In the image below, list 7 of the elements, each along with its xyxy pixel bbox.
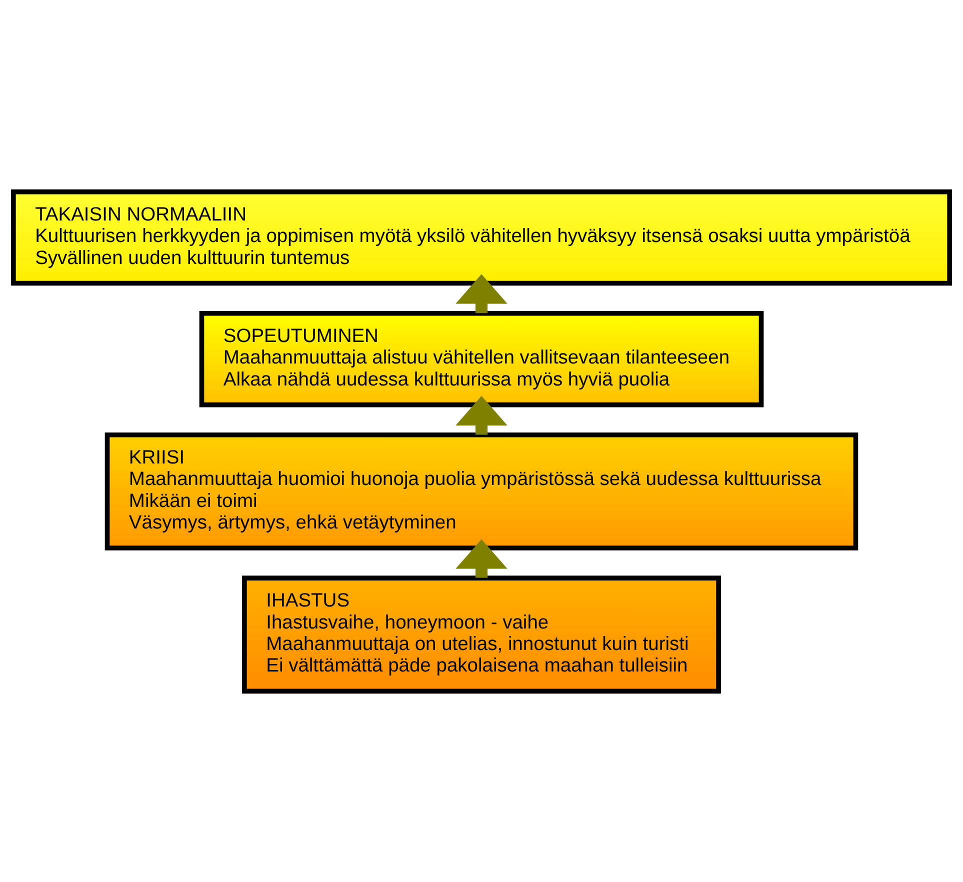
- node-box: IHASTUS Ihastusvaihe, honeymoon - vaihe Maahanmuuttaja on utelias, innostunut kuin turisti Ei välttämättä päde pakolaisena maahan tulleisiin: [242, 575, 721, 694]
- arrow: [456, 538, 508, 578]
- node-box: SOPEUTUMINEN Maahanmuuttaja alistuu vähitellen vallitsevaan tilanteeseen Alkaa nähdä uudessa kulttuurissa myös hyviä puolia: [199, 310, 764, 407]
- node-box: KRIISI Maahanmuuttaja huomioi huonoja puolia ympäristössä sekä uudessa kulttuurissa Mikään ei toimi Väsymys, ärtymys, ehkä vetäytyminen: [104, 432, 858, 550]
- node-box: TAKAISIN NORMAALIIN Kulttuurisen herkkyyden ja oppimisen myötä yksilö vähitellen hyväksyy itsensä osaksi uutta ympäristöä Syvällinen uuden kulttuurin tuntemus: [11, 188, 952, 286]
- arrow: [456, 395, 508, 434]
- arrow: [456, 274, 508, 313]
